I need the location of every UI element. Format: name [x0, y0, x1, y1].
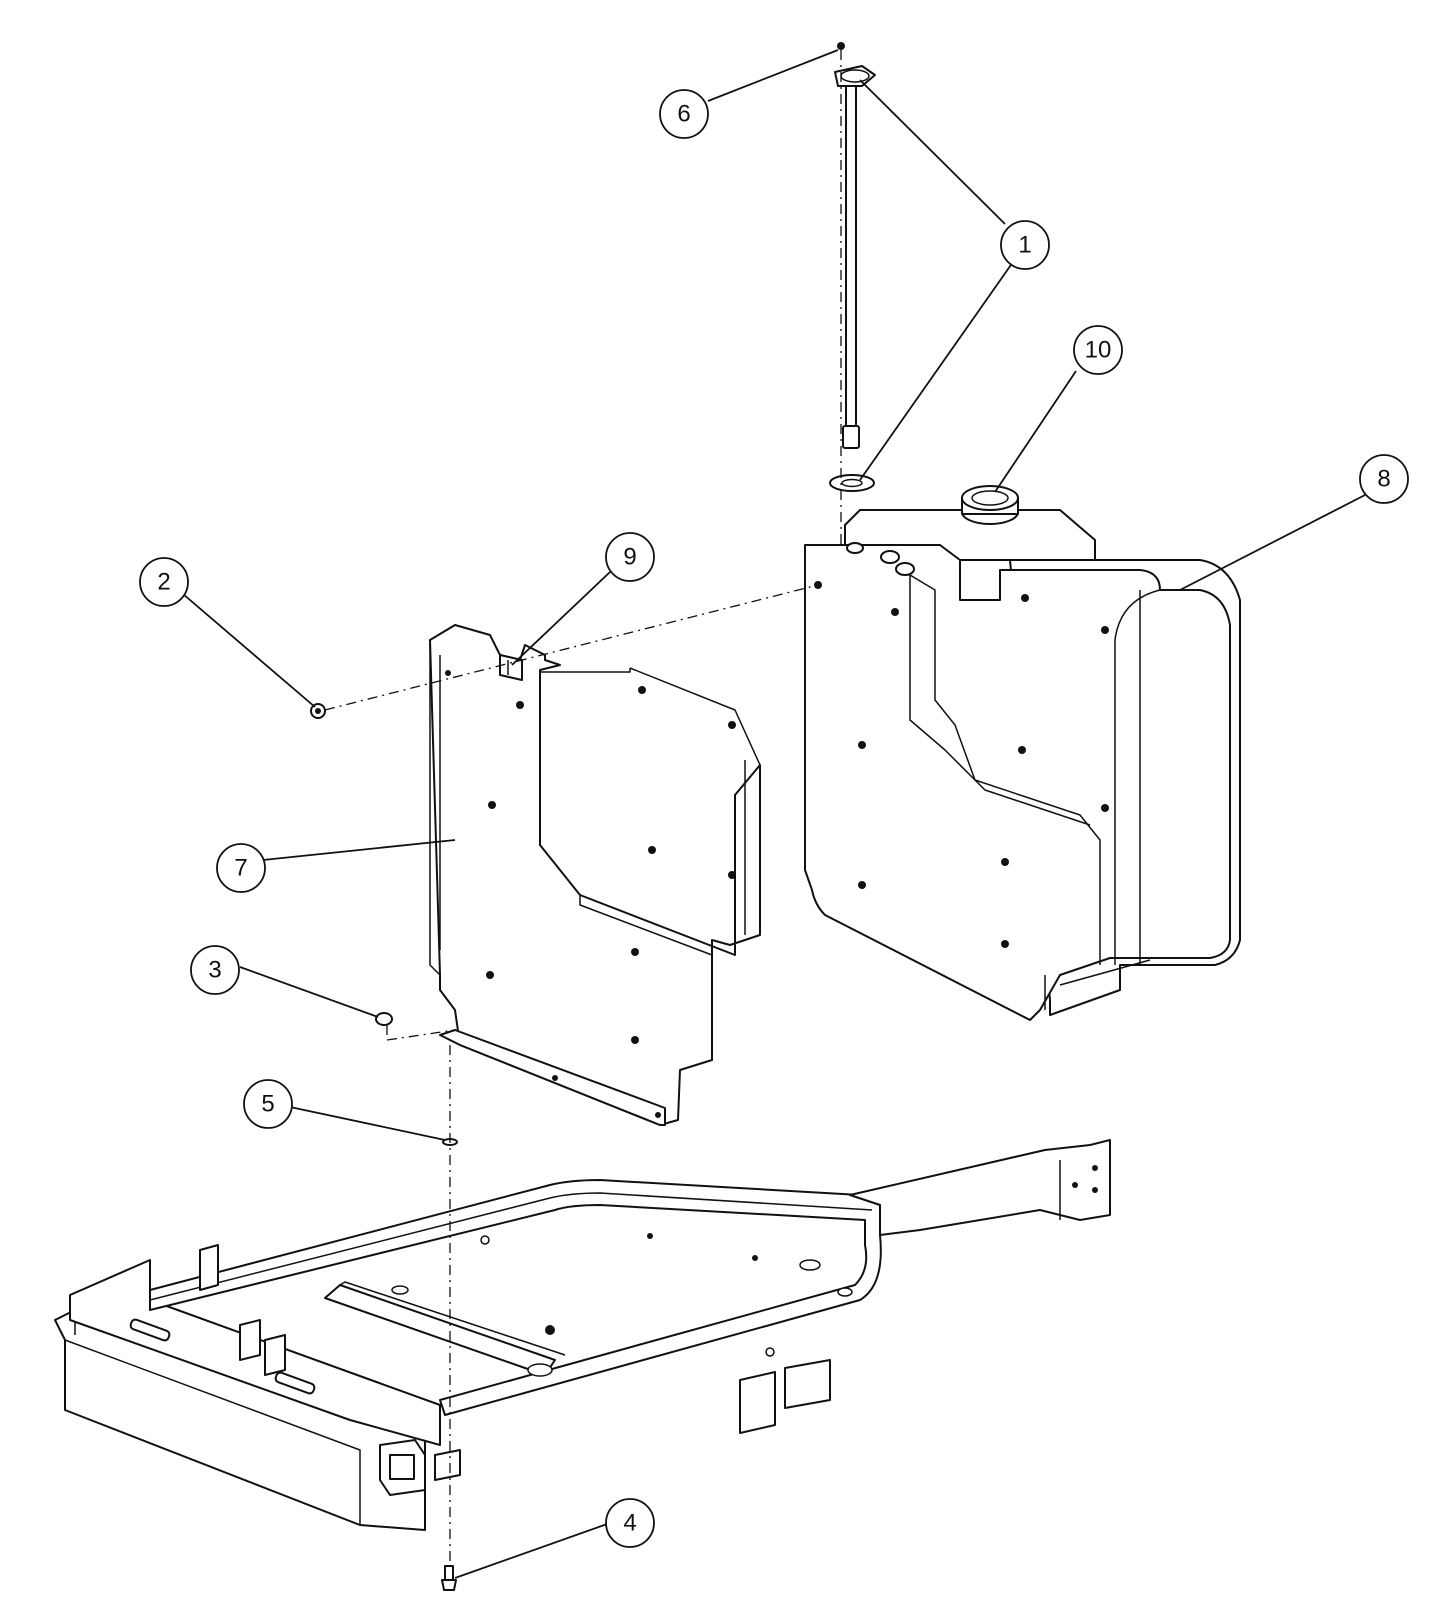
- tank-shield: [429, 624, 761, 1126]
- balloon-6: 6: [659, 89, 709, 139]
- nut-item-3: [375, 1012, 393, 1026]
- balloon-10: 10: [1073, 325, 1123, 375]
- balloon-7-label: 7: [234, 855, 247, 882]
- balloon-2-label: 2: [157, 569, 170, 596]
- balloon-5: 5: [243, 1079, 293, 1129]
- balloon-1-label: 1: [1018, 232, 1031, 259]
- balloon-5-label: 5: [261, 1091, 274, 1118]
- leader-lines: [182, 49, 1366, 1579]
- assembly-centerlines: [324, 50, 842, 1565]
- balloon-8: 8: [1359, 454, 1409, 504]
- balloon-10-label: 10: [1085, 337, 1112, 364]
- balloon-6-label: 6: [677, 101, 690, 128]
- balloon-4: 4: [605, 1498, 655, 1548]
- balloon-4-label: 4: [623, 1510, 636, 1537]
- balloon-7: 7: [216, 843, 266, 893]
- balloon-3: 3: [190, 945, 240, 995]
- bolt-item-4: [441, 1565, 457, 1591]
- balloon-3-label: 3: [208, 957, 221, 984]
- balloon-9: 9: [605, 532, 655, 582]
- fuel-sender-unit: [829, 65, 876, 492]
- fuel-tank: [804, 485, 1241, 1021]
- balloon-8-label: 8: [1377, 466, 1390, 493]
- balloon-2: 2: [139, 557, 189, 607]
- balloon-9-label: 9: [623, 544, 636, 571]
- balloon-1: 1: [1000, 220, 1050, 270]
- chassis-frame: [54, 1139, 1111, 1531]
- screw-item-6: [837, 42, 845, 50]
